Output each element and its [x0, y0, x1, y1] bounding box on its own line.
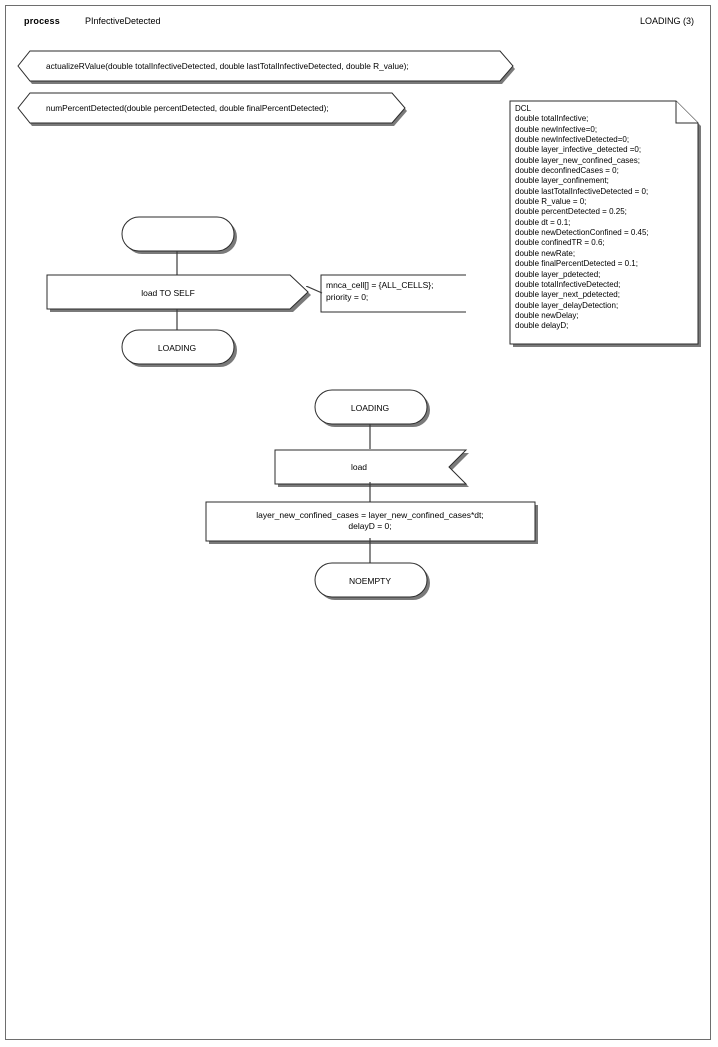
connector-input-to-state-loading	[176, 309, 178, 331]
header-keyword: process	[24, 16, 60, 26]
comment-text-mnca-cell: mnca_cell[] = {ALL_CELLS}; priority = 0;	[326, 280, 434, 302]
connector-task-to-noempty	[369, 538, 371, 563]
input-shape-load-to-self[interactable]: load TO SELF	[46, 274, 311, 312]
state-start[interactable]	[120, 216, 237, 254]
state-loading-lower[interactable]: LOADING	[313, 389, 430, 427]
comment-box-mnca-cell[interactable]: mnca_cell[] = {ALL_CELLS}; priority = 0;	[320, 274, 466, 313]
state-loading-upper[interactable]: LOADING	[120, 329, 237, 367]
page-title: PInfectiveDetected	[85, 16, 161, 26]
procedure-shape-numPercentDetected[interactable]: numPercentDetected(double percentDetecte…	[17, 92, 407, 126]
input-shape-load[interactable]: load	[274, 449, 469, 487]
state-noempty[interactable]: NOEMPTY	[313, 562, 430, 600]
connector-start-to-input	[176, 251, 178, 275]
connector-load-to-task	[369, 482, 371, 502]
task-shape-layer-new-confined-cases[interactable]: layer_new_confined_cases = layer_new_con…	[205, 501, 538, 544]
connector-loading-to-load	[369, 424, 371, 449]
comment-leader-line	[306, 286, 323, 294]
declaration-text: DCL double totalInfective; double newInf…	[515, 104, 649, 331]
declaration-box[interactable]: DCL double totalInfective; double newInf…	[509, 100, 701, 347]
page-label: LOADING (3)	[639, 16, 694, 26]
procedure-shape-actualizeRValue[interactable]: actualizeRValue(double totalInfectiveDet…	[17, 50, 516, 84]
